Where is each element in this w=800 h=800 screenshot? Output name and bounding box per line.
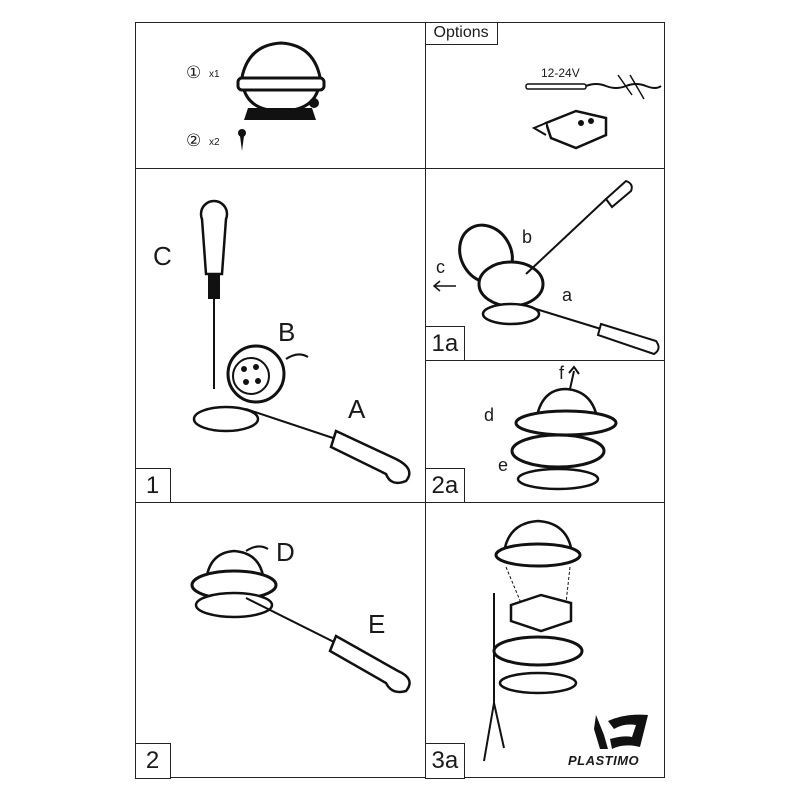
step-1-illustration (192, 199, 411, 485)
part-1-qty: x1 (209, 69, 220, 80)
part-2-marker: ② (186, 131, 202, 150)
step-1-number: 1 (134, 467, 171, 504)
label-C: C (153, 241, 172, 271)
voltage-label: 12-24V (541, 66, 580, 80)
parts-panel: ① x1 ② x2 (135, 22, 426, 169)
label-D: D (276, 537, 295, 567)
options-panel: Options 12-24V (424, 21, 665, 169)
step-1a-illustration (432, 179, 660, 356)
label-A: A (348, 394, 366, 424)
label-b: b (522, 227, 533, 247)
step-1-panel: C B A 1 (134, 168, 426, 504)
step-3a-panel: PLASTIMO 3a (424, 502, 665, 779)
label-B: B (278, 317, 296, 347)
label-f: f (559, 363, 565, 383)
label-E: E (368, 609, 386, 639)
compass-illustration (236, 41, 326, 120)
options-title: Options (424, 21, 498, 45)
step-1a-number: 1a (424, 325, 466, 362)
step-2-illustration (190, 545, 411, 694)
label-e: e (498, 455, 509, 475)
brand-name: PLASTIMO (568, 753, 640, 768)
step-3a-number: 3a (424, 742, 466, 779)
plastimo-logo-icon (594, 714, 648, 749)
screw-icon (238, 129, 246, 151)
part-2-qty: x2 (209, 137, 220, 148)
step-2a-number: 2a (424, 467, 466, 504)
step-1a-panel: b c a 1a (424, 168, 665, 362)
step-2a-illustration (510, 365, 618, 491)
label-c: c (436, 257, 445, 277)
step-2a-panel: f d e 2a (424, 360, 665, 504)
part-1-marker: ① (186, 63, 202, 82)
step-2-panel: D E 2 (134, 502, 426, 779)
light-kit-illustration (525, 74, 662, 150)
label-d: d (484, 405, 495, 425)
label-a: a (562, 285, 573, 305)
step-2-number: 2 (134, 742, 171, 779)
step-3a-illustration (483, 519, 584, 762)
